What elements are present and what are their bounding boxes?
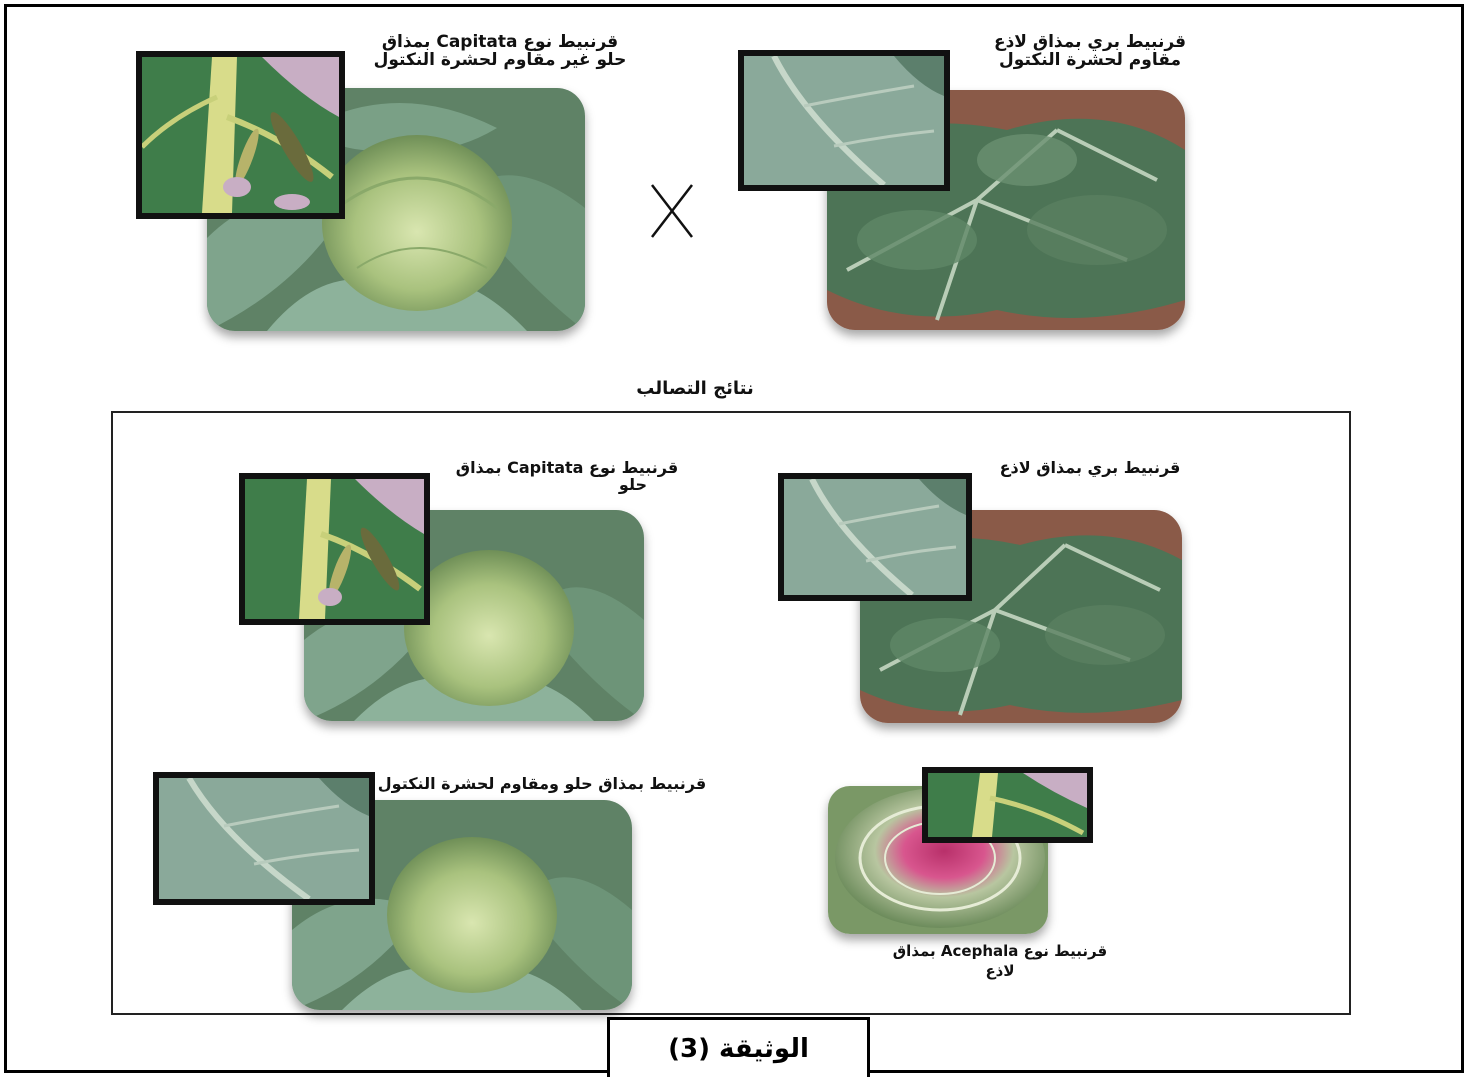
result-acephala-inset	[922, 767, 1093, 843]
result-sweet-resistant-inset	[153, 772, 375, 905]
cross-symbol	[648, 181, 696, 241]
results-title: نتائج التصالب	[560, 380, 830, 399]
document-label: الوثيقة (3)	[607, 1017, 870, 1077]
result-capitata-label-line2: حلو	[437, 477, 697, 494]
capitata-parent-label-line2: حلو غير مقاوم لحشرة النكتول	[355, 52, 645, 70]
result-capitata-inset	[239, 473, 430, 625]
result-wild-inset	[778, 473, 972, 601]
result-capitata-label-line1: قرنبيط نوع Capitata بمذاق	[437, 460, 697, 477]
result-sweet-resistant-label: قرنبيط بمذاق حلو ومقاوم لحشرة النكتول	[372, 776, 712, 793]
caterpillar-leaf-inset	[136, 51, 345, 219]
result-acephala-label-line2: لاذع	[865, 964, 1135, 980]
result-capitata-label: قرنبيط نوع Capitata بمذاق حلو	[437, 460, 697, 494]
wild-parent-label: قرنبيط بري بمذاق لاذع مقاوم لحشرة النكتو…	[975, 34, 1205, 70]
capitata-parent-label: قرنبيط نوع Capitata بمذاق حلو غير مقاوم …	[355, 34, 645, 70]
result-wild-label: قرنبيط بري بمذاق لاذع	[990, 460, 1190, 477]
wild-parent-label-line2: مقاوم لحشرة النكتول	[975, 52, 1205, 70]
result-acephala-label: قرنبيط نوع Acephala بمذاق لاذع	[865, 944, 1135, 980]
resistant-leaf-inset	[738, 50, 950, 191]
result-acephala-label-line1: قرنبيط نوع Acephala بمذاق	[865, 944, 1135, 960]
